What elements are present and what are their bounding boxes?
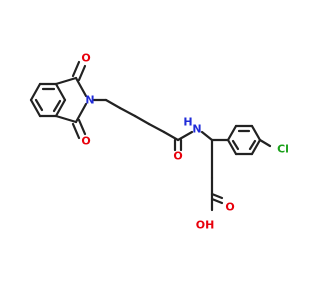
bond <box>29 98 42 118</box>
hydroxyl-label: OH <box>196 219 215 232</box>
bond <box>52 99 62 113</box>
hydrogen-atom-label: H <box>183 116 192 129</box>
bond <box>74 102 88 124</box>
bond <box>29 82 42 102</box>
bond <box>248 139 257 151</box>
atom-labels: O O N O N H Cl O OH <box>81 52 289 232</box>
oxygen-atom-label: O <box>173 150 182 163</box>
bond <box>210 192 224 200</box>
bond <box>258 138 272 148</box>
bond <box>250 138 262 156</box>
bond <box>226 124 238 142</box>
bonds <box>29 60 272 212</box>
nitrogen-atom-label: N <box>192 123 201 136</box>
bond <box>54 114 78 124</box>
bond <box>210 197 224 205</box>
oxygen-atom-label: O <box>81 135 90 148</box>
bond <box>54 82 67 102</box>
bond <box>147 122 166 134</box>
bond <box>54 98 67 118</box>
oxygen-atom-label: O <box>225 201 234 214</box>
bond <box>104 98 122 110</box>
bond <box>118 106 137 118</box>
bond <box>133 114 151 126</box>
bond <box>226 138 238 156</box>
molecule-structure-diagram: O O N O N H Cl O OH <box>29 52 289 232</box>
bond <box>71 60 81 78</box>
bond <box>77 64 87 82</box>
bond <box>74 76 88 98</box>
bond <box>250 124 262 142</box>
bond <box>231 139 240 151</box>
bond <box>54 76 78 86</box>
chlorine-atom-label: Cl <box>277 143 289 156</box>
nitrogen-atom-label: N <box>85 94 94 107</box>
bond <box>34 98 44 112</box>
bond <box>162 130 180 142</box>
oxygen-atom-label: O <box>81 52 90 65</box>
bond <box>77 118 87 136</box>
bond <box>176 130 194 142</box>
bond <box>200 130 214 142</box>
bond <box>71 122 81 140</box>
